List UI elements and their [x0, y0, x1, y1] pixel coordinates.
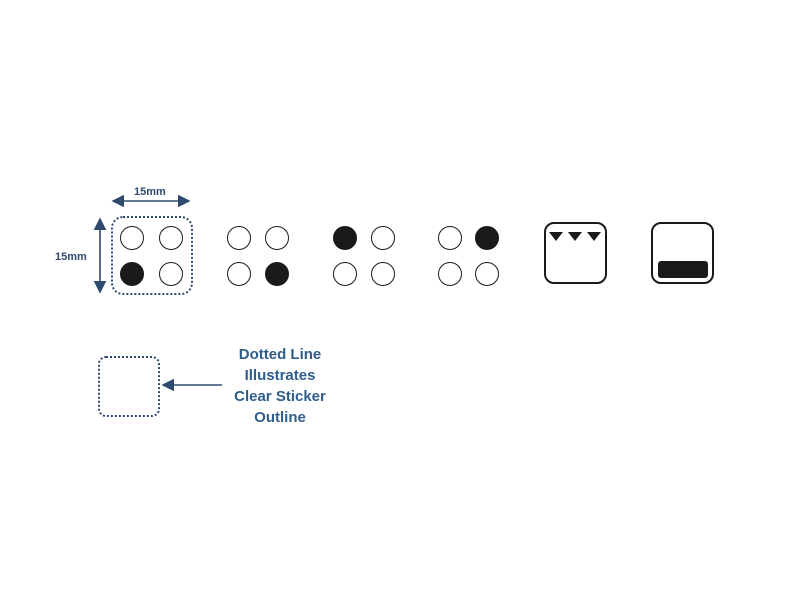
legend-clear-sticker-outline: [98, 356, 160, 417]
dot-top-right: [265, 226, 289, 250]
sticker-triangles: [544, 222, 607, 284]
clear-sticker-outline: [111, 216, 193, 295]
sticker-bar: [651, 222, 714, 284]
black-bar: [658, 261, 708, 278]
height-dimension-label: 15mm: [55, 251, 87, 263]
sticker-dots-2: [220, 216, 302, 295]
dot-top-right: [475, 226, 499, 250]
dot-bottom-right: [475, 262, 499, 286]
sticker-dots-1: [111, 216, 193, 295]
sticker-dots-4: [430, 216, 512, 295]
legend-line-2: Illustrates: [244, 367, 316, 384]
dot-bottom-right: [265, 262, 289, 286]
dot-top-left: [227, 226, 251, 250]
dot-top-right: [159, 226, 183, 250]
dot-top-left: [438, 226, 462, 250]
dot-top-left: [333, 226, 357, 250]
triangle-marks: [549, 232, 601, 241]
legend-text: Dotted Line Illustrates Clear Sticker Ou…: [215, 344, 345, 428]
triangle-icon: [549, 232, 563, 241]
legend-line-1: Dotted Line: [238, 346, 322, 363]
dot-bottom-right: [159, 262, 183, 286]
legend-line-4: Outline: [254, 409, 306, 426]
dot-bottom-left: [120, 262, 144, 286]
triangle-icon: [568, 232, 582, 241]
dot-top-left: [120, 226, 144, 250]
sticker-dots-3: [326, 216, 408, 295]
dot-bottom-right: [371, 262, 395, 286]
dot-bottom-left: [227, 262, 251, 286]
dot-bottom-left: [438, 262, 462, 286]
dot-bottom-left: [333, 262, 357, 286]
triangle-icon: [587, 232, 601, 241]
legend-line-3: Clear Sticker: [234, 388, 326, 405]
dot-top-right: [371, 226, 395, 250]
